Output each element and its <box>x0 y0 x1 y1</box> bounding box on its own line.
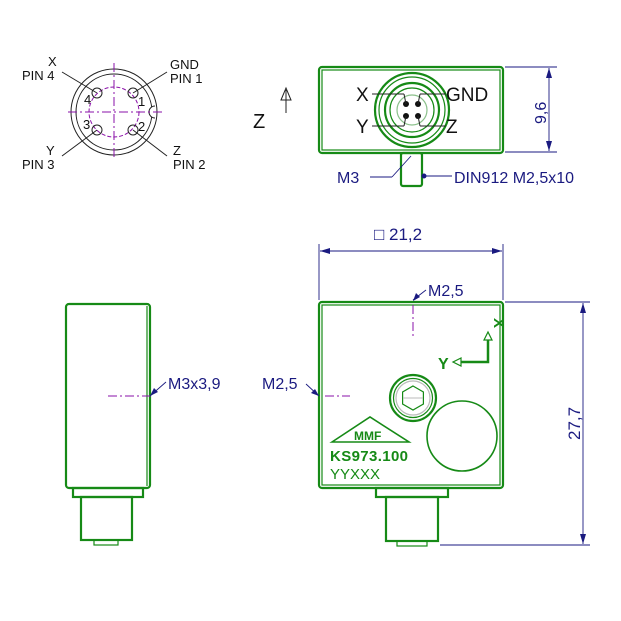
pin-signal: GND <box>170 57 199 72</box>
label-gnd: GND <box>446 85 488 106</box>
serial-code: YYXXX <box>330 466 380 483</box>
pin-number: 1 <box>138 94 145 109</box>
label-x: X <box>356 85 369 106</box>
thread-label: M3 <box>337 170 359 187</box>
axis-x-label: X <box>490 318 507 328</box>
hex-socket-icon <box>402 385 424 411</box>
z-axis-indicator: Z <box>253 86 292 133</box>
z-axis-label: Z <box>253 111 265 133</box>
label-z: Z <box>446 117 458 138</box>
pin-label: PIN 3 <box>22 157 55 172</box>
pin-signal: X <box>48 54 57 69</box>
pin-label: PIN 4 <box>22 68 55 83</box>
svg-text:MMF: MMF <box>354 429 381 443</box>
arrow-up-icon <box>483 330 493 341</box>
pin-number: 4 <box>84 92 91 107</box>
axis-y-label: Y <box>438 356 449 373</box>
front-view: □ 21,2 M2,5 M2,5 X Y MMF KS973.100 YYXXX <box>262 225 590 547</box>
connector-pinout-view: 4 1 3 2 X PIN 4 GND PIN 1 Y PIN 3 Z PIN … <box>22 54 206 172</box>
side-view: M3x3,9 <box>64 302 221 546</box>
height-dimension: 27,7 <box>565 407 584 440</box>
pin-label: PIN 1 <box>170 71 203 86</box>
arrow-up-icon <box>280 86 292 101</box>
side-thread-label: M2,5 <box>262 376 298 393</box>
pin-label: PIN 2 <box>173 157 206 172</box>
label-y: Y <box>356 117 369 138</box>
pin-signal: Y <box>46 143 55 158</box>
arrow-left-icon <box>451 357 462 367</box>
thread-label: M3x3,9 <box>168 376 221 393</box>
model-number: KS973.100 <box>330 448 408 465</box>
width-dimension: □ 21,2 <box>374 225 422 244</box>
pin-4 <box>91 87 103 99</box>
pin-number: 2 <box>138 119 145 134</box>
screw-label: DIN912 M2,5x10 <box>454 170 574 187</box>
pin-signal: Z <box>173 143 181 158</box>
pin-1 <box>127 87 139 99</box>
mmf-logo: MMF <box>329 416 412 443</box>
height-dimension: 9,6 <box>533 102 550 124</box>
top-view: X GND Y Z 9,6 M3 DIN912 M2,5x10 <box>317 65 574 188</box>
pin-number: 3 <box>83 117 90 132</box>
top-thread-label: M2,5 <box>428 283 464 300</box>
bolt-head <box>388 373 438 423</box>
pin-3 <box>91 124 103 136</box>
pin-2 <box>127 124 139 136</box>
